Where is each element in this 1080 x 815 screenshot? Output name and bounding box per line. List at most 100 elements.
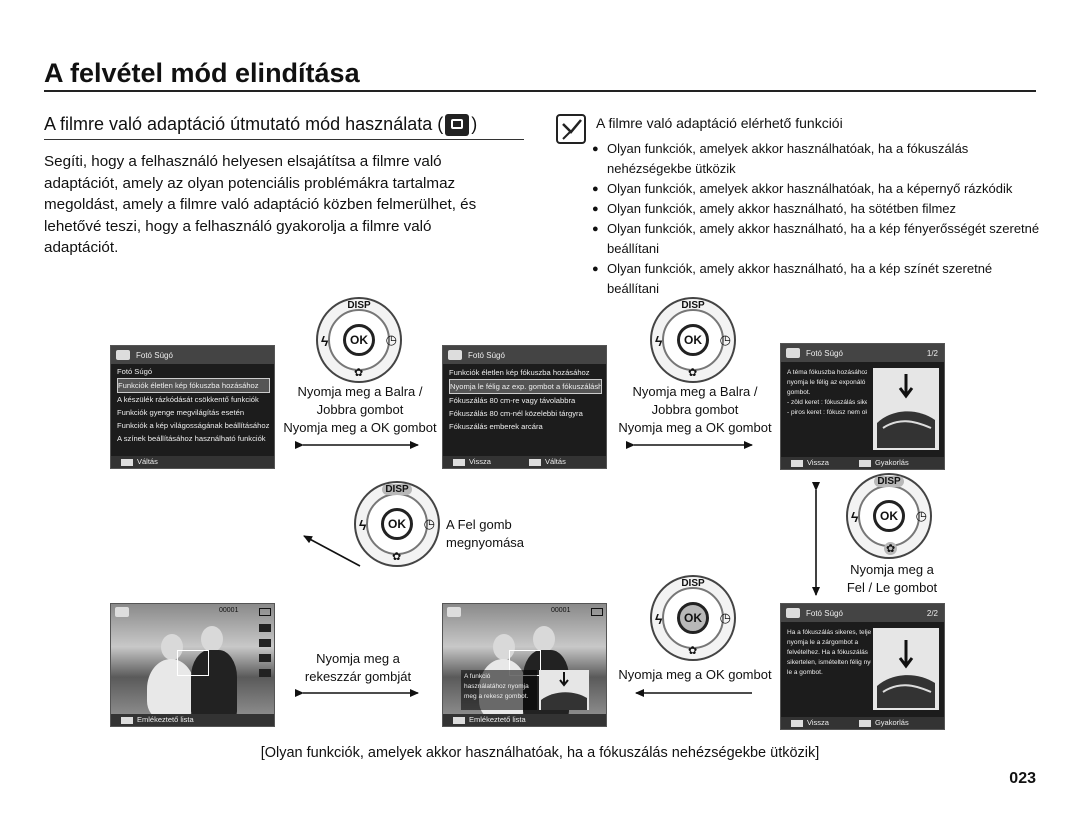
screen-footer: Vissza Gyakorlás <box>781 717 944 729</box>
disp-button[interactable]: DISP <box>681 578 705 589</box>
right-key-icon <box>528 458 541 466</box>
self-timer-icon[interactable]: ◷ <box>385 332 397 347</box>
flash-icon[interactable]: ϟ <box>655 611 663 627</box>
shot-counter: 00001 <box>219 607 239 614</box>
ok-button[interactable]: OK <box>677 324 709 356</box>
control-dial[interactable]: DISP ϟ ◷ ✿ OK <box>316 297 402 383</box>
footer-left-label: Vissza <box>807 718 829 727</box>
menu-item-selected[interactable]: Funkciók életlen kép fókuszba hozásához <box>117 378 270 393</box>
note-item: Olyan funkciók, amelyek akkor használhat… <box>592 139 1042 179</box>
menu-item[interactable]: Fotó Súgó <box>117 367 153 376</box>
groom-face <box>201 626 223 652</box>
screen-header-label: Fotó Súgó <box>806 608 843 618</box>
screen-header: Fotó Súgó 2/2 <box>781 604 944 622</box>
note-icon <box>556 114 586 144</box>
step-caption: Nyomja meg a rekeszzár gombját <box>298 650 418 686</box>
menu-item[interactable]: Funkciók a kép világosságának beállításá… <box>117 421 270 430</box>
self-timer-icon[interactable]: ◷ <box>719 610 731 625</box>
left-key-icon <box>791 719 803 727</box>
overlay-line: A funkció <box>464 673 491 680</box>
ok-button[interactable]: OK <box>343 324 375 356</box>
screen-header: Fotó Súgó <box>111 346 274 364</box>
menu-item[interactable]: A színek beállításához használható funkc… <box>117 434 266 443</box>
disp-button[interactable]: DISP <box>681 300 705 311</box>
screen-footer: Emlékeztető lista <box>111 714 274 726</box>
caption-line: Nyomja meg a <box>850 562 934 577</box>
ok-key-icon <box>858 459 871 467</box>
camera-live-view-guide: 00001 A funkció használatához nyomja meg… <box>442 603 607 727</box>
guide-line: Ha a fókuszálás sikeres, teljesen <box>787 629 871 636</box>
footer-right-label: Váltás <box>544 457 566 466</box>
help-icon <box>786 608 800 618</box>
screen-header: Fotó Súgó <box>443 346 606 364</box>
menu-list: Funkciók életlen kép fókuszba hozásához … <box>449 366 602 433</box>
menu-item-selected[interactable]: Nyomja le félig az exp. gombot a fókuszá… <box>449 379 602 394</box>
guide-text: A téma fókuszba hozásához nyomja le féli… <box>787 368 867 418</box>
disp-button[interactable]: DISP <box>347 300 371 311</box>
caption-line: Nyomja meg a OK gombot <box>283 420 437 435</box>
section-heading: A filmre való adaptáció útmutató mód has… <box>44 114 478 137</box>
note-item: Olyan funkciók, amely akkor használható,… <box>592 199 1042 219</box>
section-rule <box>44 139 524 140</box>
up-key-icon <box>453 716 465 724</box>
footer-label: Emlékeztető lista <box>137 715 194 724</box>
overlay-line: meg a rekesz gombot. <box>464 693 529 700</box>
menu-item[interactable]: Funkciók életlen kép fókuszba hozásához <box>449 368 590 377</box>
menu-item[interactable]: Fókuszálás 80 cm-re vagy távolabbra <box>449 396 576 405</box>
page-indicator: 2/2 <box>926 608 938 618</box>
figure-caption: [Olyan funkciók, amelyek akkor használha… <box>260 745 820 761</box>
self-timer-icon[interactable]: ◷ <box>719 332 731 347</box>
right-key-icon <box>121 458 133 466</box>
caption-line: Jobbra gombot <box>316 402 404 417</box>
caption-line: Fel / Le gombot <box>846 580 938 595</box>
menu-item[interactable]: A készülék rázkódását csökkentő funkciók <box>117 395 259 404</box>
flash-icon[interactable]: ϟ <box>851 509 859 525</box>
screen-header-label: Fotó Súgó <box>468 350 505 360</box>
guide-line: - piros keret : fókusz nem ok <box>787 409 867 416</box>
disp-button[interactable]: DISP <box>382 484 412 495</box>
groom-suit <box>191 650 237 718</box>
control-dial[interactable]: DISP ϟ ◷ ✿ OK <box>650 575 736 661</box>
guide-line: - zöld keret : fókuszálás sikeres <box>787 399 867 406</box>
menu-list: Fotó Súgó Funkciók életlen kép fókuszba … <box>117 365 270 445</box>
mode-icon <box>447 607 461 617</box>
caption-line: Nyomja meg a Balra / <box>297 384 423 399</box>
guide-line: gombot. <box>787 389 811 396</box>
guide-line: nyomja le félig az exponáló <box>787 379 866 386</box>
macro-icon[interactable]: ✿ <box>688 367 698 379</box>
guide-line: sikertelen, ismételten félig nyomja <box>787 659 871 666</box>
camera-screen-help-menu: Fotó Súgó Fotó Súgó Funkciók életlen kép… <box>110 345 275 469</box>
macro-icon[interactable]: ✿ <box>354 367 364 379</box>
footer-label: Váltás <box>137 457 158 466</box>
step-caption: Nyomja meg a OK gombot <box>618 666 772 684</box>
flash-icon[interactable]: ϟ <box>655 333 663 349</box>
self-timer-icon[interactable]: ◷ <box>915 508 927 523</box>
photo-help-mode-icon <box>445 114 470 137</box>
note-item: Olyan funkciók, amely akkor használható,… <box>592 259 1042 299</box>
note-item: Olyan funkciók, amely akkor használható,… <box>592 219 1042 259</box>
macro-icon[interactable]: ✿ <box>688 645 698 657</box>
ok-button[interactable]: OK <box>677 602 709 634</box>
guide-overlay: A funkció használatához nyomja meg a rek… <box>461 670 537 710</box>
menu-item[interactable]: Fókuszálás emberek arcára <box>449 422 543 431</box>
control-dial[interactable]: DISP ϟ ◷ ✿ OK <box>846 473 932 559</box>
section-heading-close: ) <box>471 114 478 134</box>
flash-icon[interactable]: ϟ <box>321 333 329 349</box>
flash-icon[interactable]: ϟ <box>359 517 367 533</box>
control-dial[interactable]: DISP ϟ ◷ ✿ OK <box>650 297 736 383</box>
disp-button[interactable]: DISP <box>874 476 904 487</box>
footer-right-label: Gyakorlás <box>874 718 909 727</box>
screen-footer: Emlékeztető lista <box>443 714 606 726</box>
macro-icon[interactable]: ✿ <box>884 542 898 555</box>
menu-item[interactable]: Fókuszálás 80 cm-nél közelebbi tárgyra <box>449 409 583 418</box>
caption-line: rekeszzár gombját <box>304 669 412 684</box>
ok-button[interactable]: OK <box>381 508 413 540</box>
menu-item[interactable]: Funkciók gyenge megvilágítás esetén <box>117 408 245 417</box>
self-timer-icon[interactable]: ◷ <box>423 516 435 531</box>
control-dial[interactable]: DISP ϟ ◷ ✿ OK <box>354 481 440 567</box>
ok-button[interactable]: OK <box>873 500 905 532</box>
macro-icon[interactable]: ✿ <box>392 551 402 563</box>
